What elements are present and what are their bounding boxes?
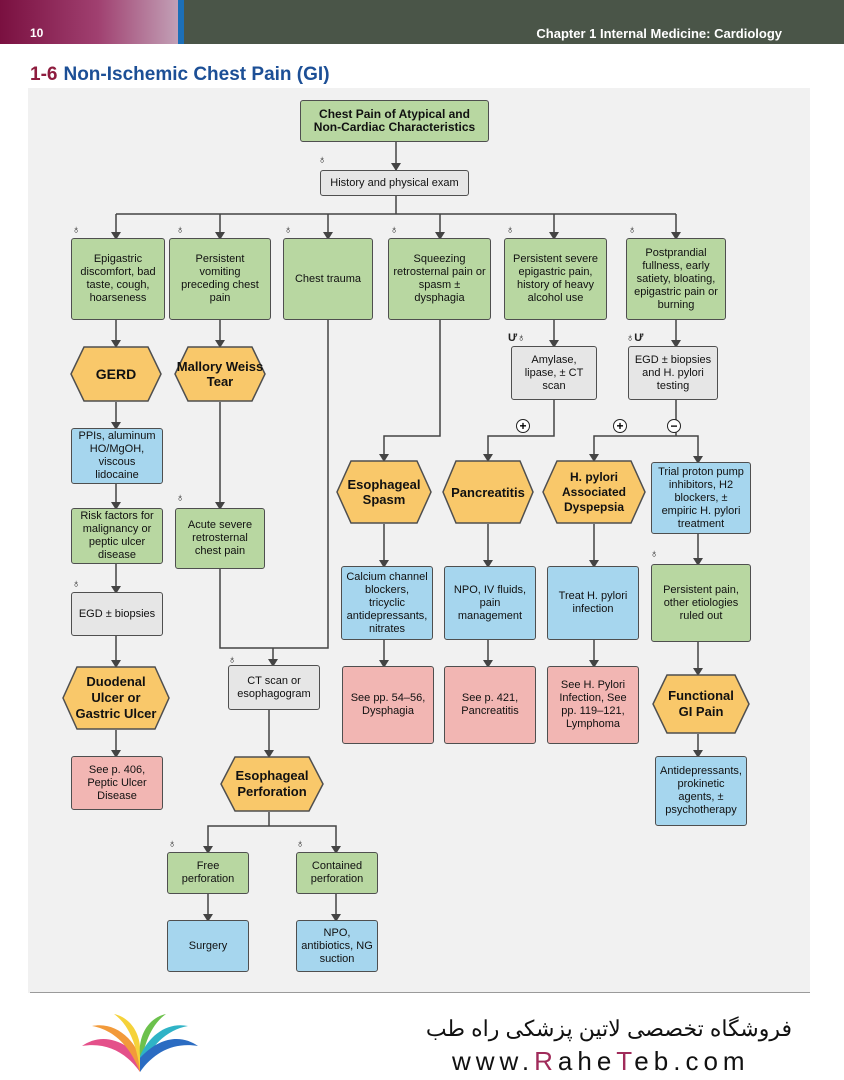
esophageal-perforation-label: Esophageal Perforation (235, 768, 309, 799)
gerd-label: GERD (95, 366, 137, 382)
stethoscope-icon: ♁ (628, 224, 637, 236)
stethoscope-icon: ♁ (176, 224, 185, 236)
url-letter-r: R (534, 1046, 558, 1076)
ulcer-hexagon: Duodenal Ulcer or Gastric Ulcer (62, 666, 170, 730)
epigastric-node: Epigastric discomfort, bad taste, cough,… (71, 238, 165, 320)
flowchart-connectors (111, 142, 703, 922)
stethoscope-icon: ♁ (176, 492, 185, 504)
procedure-icon: ♁ (296, 838, 305, 850)
persistent-pain-node: Persistent pain, other etiologies ruled … (651, 564, 751, 642)
url-suffix: eb.com (634, 1046, 750, 1076)
antidepressants-node: Antidepressants, prokinetic agents, ± ps… (655, 756, 747, 826)
free-perforation-node: Free perforation (167, 852, 249, 894)
chest-trauma-node: Chest trauma (283, 238, 373, 320)
egd-biopsies-node: EGD ± biopsies (71, 592, 163, 636)
lab-test-icon: Ư♁ (508, 332, 526, 344)
esophageal-spasm-label: Esophageal Spasm (347, 477, 421, 507)
surgery-node: Surgery (167, 920, 249, 972)
page-divider (30, 992, 810, 993)
procedure-icon: ♁ (72, 578, 81, 590)
store-url: www.RaheTeb.com (452, 1046, 750, 1077)
lab-test-icon: ♁Ư (626, 332, 644, 344)
stethoscope-icon: ♁ (284, 224, 293, 236)
hpylori-dyspepsia-label: H. pylori Associated Dyspepsia (561, 469, 627, 514)
ulcer-label: Duodenal Ulcer or Gastric Ulcer (75, 674, 157, 721)
book-logo (82, 1014, 198, 1072)
egd-hpylori-node: EGD ± biopsies and H. pylori testing (628, 346, 718, 400)
gerd-hexagon: GERD (70, 346, 162, 402)
see-dysphagia-node: See pp. 54–56, Dysphagia (342, 666, 434, 744)
stethoscope-icon: ♁ (318, 154, 327, 166)
hpylori-dyspepsia-hexagon: H. pylori Associated Dyspepsia (542, 460, 646, 524)
url-letter-t: T (616, 1046, 635, 1076)
figure-title-text: Non-Ischemic Chest Pain (GI) (63, 64, 330, 85)
positive-result-icon: + (613, 419, 627, 433)
functional-gi-label: Functional GI Pain (668, 688, 734, 719)
contained-perforation-node: Contained perforation (296, 852, 378, 894)
procedure-icon: ♁ (168, 838, 177, 850)
trial-ppi-node: Trial proton pump inhibitors, H2 blocker… (651, 462, 751, 534)
url-middle: ahe (557, 1046, 617, 1076)
npo-antibiotics-node: NPO, antibiotics, NG suction (296, 920, 378, 972)
esophageal-spasm-hexagon: Esophageal Spasm (336, 460, 432, 524)
risk-factors-node: Risk factors for malignancy or peptic ul… (71, 508, 163, 564)
header-accent (0, 0, 178, 44)
start-node: Chest Pain of Atypical and Non-Cardiac C… (300, 100, 489, 142)
chapter-title: Chapter 1 Internal Medicine: Cardiology (536, 26, 782, 41)
figure-number: 1-6 (30, 64, 58, 85)
pancreatitis-hexagon: Pancreatitis (442, 460, 534, 524)
positive-result-icon: + (516, 419, 530, 433)
see-peptic-node: See p. 406, Peptic Ulcer Disease (71, 756, 163, 810)
ct-scan-node: CT scan or esophagogram (228, 665, 320, 710)
squeezing-pain-node: Squeezing retrosternal pain or spasm ± d… (388, 238, 491, 320)
calcium-blockers-node: Calcium channel blockers, tricyclic anti… (341, 566, 433, 640)
esophageal-perforation-hexagon: Esophageal Perforation (220, 756, 324, 812)
acute-chest-pain-node: Acute severe retrosternal chest pain (175, 508, 265, 569)
treat-hpylori-node: Treat H. pylori infection (547, 566, 639, 640)
procedure-icon: ♁ (228, 654, 237, 666)
stethoscope-icon: ♁ (390, 224, 399, 236)
page-number: 10 (30, 26, 44, 40)
npo-iv-node: NPO, IV fluids, pain management (444, 566, 536, 640)
mallory-weiss-hexagon: Mallory Weiss Tear (174, 346, 266, 402)
header-divider (178, 0, 184, 44)
store-name: فروشگاه تخصصی لاتین پزشکی راه طب (425, 1016, 792, 1041)
see-hpylori-node: See H. Pylori Infection, See pp. 119–121… (547, 666, 639, 744)
history-exam-node: History and physical exam (320, 170, 469, 196)
alcohol-history-node: Persistent severe epigastric pain, histo… (504, 238, 607, 320)
pancreatitis-label: Pancreatitis (451, 484, 525, 500)
vomiting-node: Persistent vomiting preceding chest pain (169, 238, 271, 320)
postprandial-node: Postprandial fullness, early satiety, bl… (626, 238, 726, 320)
see-pancreatitis-node: See p. 421, Pancreatitis (444, 666, 536, 744)
amylase-lipase-node: Amylase, lipase, ± CT scan (511, 346, 597, 400)
page-header: 10 Chapter 1 Internal Medicine: Cardiolo… (0, 0, 844, 44)
stethoscope-icon: ♁ (506, 224, 515, 236)
mallory-weiss-label: Mallory Weiss Tear (176, 359, 264, 389)
stethoscope-icon: ♁ (72, 224, 81, 236)
ppis-node: PPIs, aluminum HO/MgOH, viscous lidocain… (71, 428, 163, 484)
stethoscope-icon: ♁ (650, 548, 659, 560)
url-prefix: www. (452, 1046, 535, 1076)
negative-result-icon: − (667, 419, 681, 433)
functional-gi-hexagon: Functional GI Pain (652, 674, 750, 734)
